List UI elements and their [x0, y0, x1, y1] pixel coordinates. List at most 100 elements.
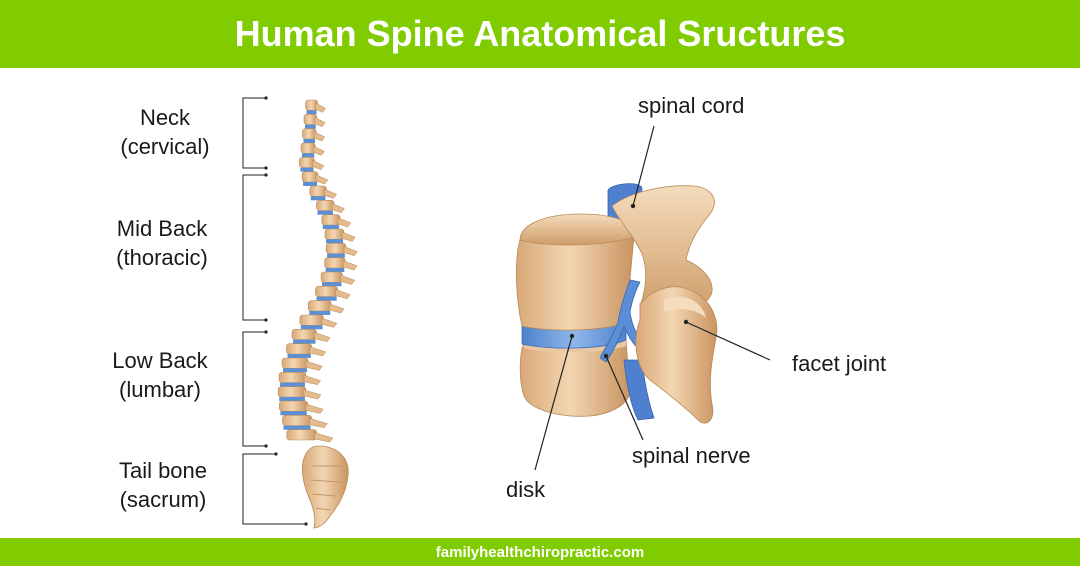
- intervertebral-disk: [306, 110, 317, 115]
- region-tailbone-sub: (sacrum): [119, 487, 207, 512]
- vertebra: [321, 214, 341, 226]
- spinous-process-small: [314, 432, 334, 443]
- footer-bar: familyhealthchiropractic.com: [0, 538, 1080, 566]
- intervertebral-disk: [317, 210, 333, 215]
- bracket-tailbone: [242, 453, 306, 525]
- intervertebral-disk: [300, 167, 314, 172]
- bracket-neck: [242, 97, 266, 169]
- vertebra: [286, 343, 313, 355]
- spinous-process-small: [331, 203, 345, 214]
- spinal-nerve-shape: [599, 279, 647, 363]
- region-midback-label: Mid Back (thoracic): [87, 214, 237, 272]
- intervertebral-disk: [300, 325, 323, 330]
- bracket-dot: [264, 330, 268, 334]
- vertebra-illustration: [515, 183, 718, 424]
- spinous-process: [611, 185, 715, 315]
- callout-spinal-nerve: spinal nerve: [632, 443, 751, 468]
- spine-column: [277, 99, 358, 443]
- sacrum: [302, 445, 349, 529]
- spinous-process-small: [315, 174, 329, 185]
- region-lowback-name: Low Back: [112, 348, 208, 373]
- vertebra: [325, 243, 347, 254]
- intervertebral-disk: [303, 139, 316, 143]
- vertebra: [299, 314, 324, 326]
- vertebra: [291, 328, 317, 340]
- intervertebral-disk: [305, 124, 316, 129]
- vertebra: [324, 257, 346, 269]
- leader-facet-joint: [685, 321, 771, 361]
- spinous-process-small: [335, 289, 351, 300]
- spinous-process-small: [305, 360, 323, 371]
- vertebra: [320, 271, 343, 283]
- spinous-process-small: [343, 260, 358, 271]
- spinous-process-small: [343, 246, 358, 257]
- region-tailbone-label: Tail bone (sacrum): [88, 456, 238, 514]
- bracket-dot: [264, 96, 268, 100]
- intervertebral-disk: [303, 182, 317, 186]
- region-lowback-label: Low Back (lumbar): [85, 346, 235, 404]
- region-neck-label: Neck (cervical): [90, 103, 240, 161]
- intervertebral-disk: [280, 411, 307, 416]
- intervertebral-disk: [326, 239, 343, 244]
- intervertebral-disk: [280, 382, 305, 387]
- spinous-process-small: [328, 303, 345, 314]
- spinous-process-small: [313, 145, 325, 156]
- vertebra: [278, 371, 307, 383]
- callout-facet-joint: facet joint: [792, 351, 887, 376]
- spinous-process-small: [305, 403, 324, 414]
- intervertebral-disk: [322, 282, 342, 287]
- spinous-process-small: [340, 274, 356, 285]
- intervertebral-disk: [309, 311, 331, 315]
- title-banner: Human Spine Anatomical Sructures: [0, 0, 1080, 68]
- intervertebral-disk: [327, 253, 345, 258]
- intervertebral-disk: [287, 354, 311, 358]
- intervertebral-disk: [325, 268, 345, 272]
- spinous-process-small: [309, 346, 327, 357]
- spinous-process-small: [321, 317, 338, 328]
- vertebra: [299, 157, 315, 168]
- bracket-dot: [304, 522, 308, 526]
- region-brackets: [242, 97, 306, 525]
- vertebra: [301, 171, 319, 183]
- region-neck-name: Neck: [139, 105, 191, 130]
- vertebra: [307, 300, 332, 312]
- bracket-dot: [264, 173, 268, 177]
- spinous-process-small: [312, 160, 325, 171]
- region-neck-sub: (cervical): [120, 134, 210, 159]
- region-tailbone-name: Tail bone: [118, 458, 208, 483]
- intervertebral-disk: [283, 425, 311, 430]
- intervertebral-disk: [322, 225, 340, 229]
- vertebra: [286, 429, 318, 441]
- vertebra: [282, 414, 313, 426]
- spinous-process-small: [303, 389, 322, 400]
- region-lowback-sub: (lumbar): [119, 377, 201, 402]
- vertebra: [324, 228, 345, 240]
- vertebra: [277, 386, 307, 398]
- region-midback-sub: (thoracic): [116, 245, 208, 270]
- bracket-lowback: [242, 331, 266, 447]
- vertebra: [316, 200, 335, 211]
- bracket-dot: [264, 318, 268, 322]
- bracket-dot: [264, 444, 268, 448]
- facet-joint-shape: [635, 286, 718, 424]
- spinous-process-small: [314, 332, 331, 342]
- upper-vertebral-body: [515, 235, 635, 331]
- leader-dot: [569, 333, 575, 339]
- callout-spinal-cord: spinal cord: [638, 93, 745, 118]
- vertebra: [315, 285, 339, 297]
- footer-website: familyhealthchiropractic.com: [435, 543, 645, 561]
- spinous-process-small: [341, 231, 356, 242]
- spinous-process-small: [314, 117, 326, 128]
- leader-dot: [683, 319, 689, 325]
- bracket-midback: [242, 174, 266, 321]
- spinous-process-small: [313, 131, 326, 142]
- vertebra: [281, 357, 309, 369]
- page-title: Human Spine Anatomical Sructures: [234, 13, 846, 54]
- leader-spinal-cord: [632, 125, 655, 207]
- intervertebral-disk: [293, 339, 316, 344]
- leader-dot: [630, 203, 636, 209]
- intervertebral-disk: [279, 397, 305, 401]
- vertebra: [309, 185, 327, 197]
- intervertebral-disk: [283, 368, 308, 373]
